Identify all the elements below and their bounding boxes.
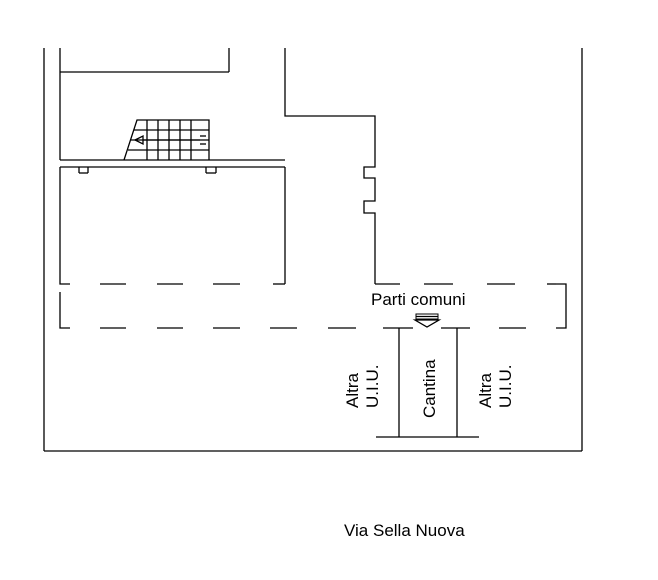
label-street: Via Sella Nuova xyxy=(344,521,465,540)
label-other-unit-right-line2: U.I.U. xyxy=(496,365,515,408)
middle-left-room xyxy=(59,166,286,285)
cellar-walls xyxy=(376,327,479,438)
corridor xyxy=(59,276,567,329)
upper-left-room xyxy=(59,48,285,161)
label-other-unit-left-line1: Altra xyxy=(343,373,362,409)
stair xyxy=(123,119,210,161)
label-cellar: Cantina xyxy=(420,359,439,418)
entry-arrow xyxy=(412,313,442,328)
label-other-unit-right-line1: Altra xyxy=(476,373,495,409)
outer-walls xyxy=(43,48,583,452)
upper-right-wall xyxy=(284,48,376,284)
label-other-unit-left-line2: U.I.U. xyxy=(363,365,382,408)
label-common-parts: Parti comuni xyxy=(371,290,465,309)
